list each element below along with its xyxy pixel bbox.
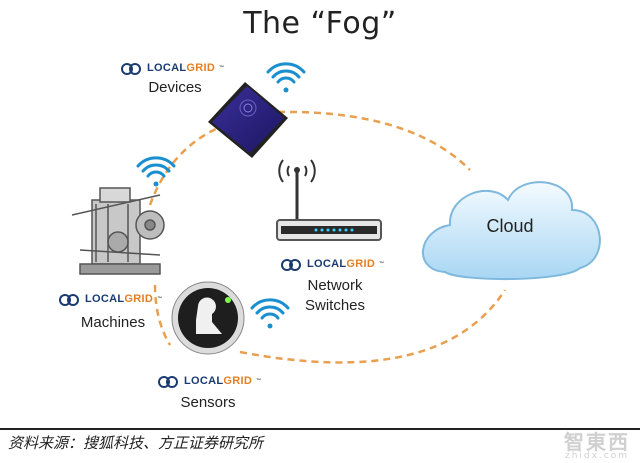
cloud-icon: [421, 181, 601, 281]
link-machines-devices: [148, 126, 219, 206]
router-icon: [276, 159, 382, 241]
machines-label: Machines: [80, 314, 146, 331]
brand-grid-text: GRID: [223, 375, 253, 387]
brand-grid-text: GRID: [346, 258, 376, 270]
network-label-line1: Network: [307, 277, 363, 294]
brand-grid-text: GRID: [124, 293, 154, 305]
brand-local-text: LOCAL: [85, 293, 125, 305]
footer-divider: [0, 428, 640, 463]
brand-tm: ™: [256, 378, 262, 384]
link-devices-cloud: [277, 110, 471, 171]
brand-tm: ™: [379, 261, 385, 267]
brand-tm: ™: [157, 296, 163, 302]
machine-icon: [71, 187, 165, 275]
brand-local-text: LOCAL: [184, 375, 224, 387]
wifi-icon-devices: [266, 62, 306, 93]
sensors-label: Sensors: [180, 394, 236, 411]
diagram-title: The “Fog”: [243, 6, 397, 41]
watermark-en: zhidx.com: [564, 451, 630, 461]
brand-tm: ™: [219, 65, 225, 71]
device-box-icon: [208, 82, 288, 158]
brand-grid-text: GRID: [186, 62, 216, 74]
source-caption: 资料来源：搜狐科技、方正证券研究所: [8, 434, 264, 452]
network-switches-label: Network Switches: [290, 276, 380, 316]
link-machines-sensors: [153, 284, 172, 346]
brand-local-text: LOCAL: [307, 258, 347, 270]
watermark: 智東西 zhidx.com: [564, 426, 630, 461]
network-label-line2: Switches: [304, 297, 366, 314]
wifi-icon-sensors: [250, 298, 290, 329]
devices-label: Devices: [148, 79, 202, 96]
watermark-cn: 智東西: [564, 430, 630, 454]
link-sensors-cloud: [239, 289, 507, 364]
network-links: [148, 110, 507, 364]
brand-local-text: LOCAL: [147, 62, 187, 74]
wifi-icon-machines: [136, 156, 176, 187]
sensor-icon: [171, 281, 245, 355]
cloud-label: Cloud: [486, 216, 534, 236]
brand-rings: [59, 63, 301, 388]
